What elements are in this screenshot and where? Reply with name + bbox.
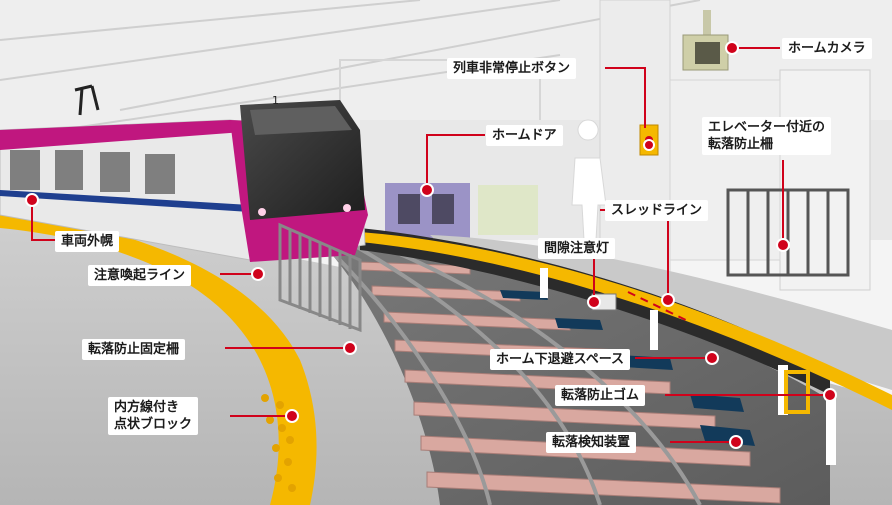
label-under-platform-refuge: ホーム下退避スペース [490,349,631,370]
label-fall-prevention-rubber: 転落防止ゴム [555,385,646,406]
gap-light-marker [587,295,601,309]
label-platform-camera: ホームカメラ [782,38,872,59]
car-number: 1 [272,94,279,107]
label-tactile-block: 内方線付き 点状ブロック [108,397,199,435]
door-marker [420,183,434,197]
platform-door [385,183,538,238]
rails [328,238,702,505]
tactile-dots [261,394,296,492]
fixed-fence [278,222,362,333]
label-fall-detection-device: 転落検知装置 [546,432,637,453]
label-elevator-fence-line1: エレベーター付近の [708,120,826,135]
leader-dots [25,41,837,449]
label-elevator-fence: エレベーター付近の 転落防止柵 [702,117,832,155]
yellow-frame [784,370,810,414]
label-thread-line: スレッドライン [605,200,709,221]
label-fixed-fall-fence: 転落防止固定柵 [82,339,186,360]
caution-line-marker [251,267,265,281]
platform-camera [682,10,729,71]
label-car-body-diaphragm: 車両外幌 [55,231,120,252]
label-elevator-fence-line2: 転落防止柵 [708,137,774,152]
label-platform-door: ホームドア [486,125,563,146]
thread-line-dashes [627,291,691,323]
fixed-fence-marker [343,341,357,355]
thread-line-marker [661,293,675,307]
label-tactile-block-line2: 点状ブロック [114,417,193,432]
label-gap-warning-light: 間隙注意灯 [538,238,616,259]
camera-marker [725,41,739,55]
refuge-marker [705,351,719,365]
label-emergency-stop-button: 列車非常停止ボタン [447,58,577,79]
tactile-marker [285,409,299,423]
label-caution-line: 注意喚起ライン [88,265,192,286]
train: 1 [0,84,368,262]
stop-button-marker [643,139,655,151]
rubber-marker [823,388,837,402]
elevator-fence-marker [776,238,790,252]
elevator-fence [726,188,850,277]
detection-marker [729,435,743,449]
leader-lines [31,47,830,443]
under-platform-space [360,228,830,395]
label-tactile-block-line1: 内方線付き [114,400,180,415]
tactile-band [0,210,317,505]
refuge-posts [540,268,836,465]
diaphragm-marker [25,193,39,207]
